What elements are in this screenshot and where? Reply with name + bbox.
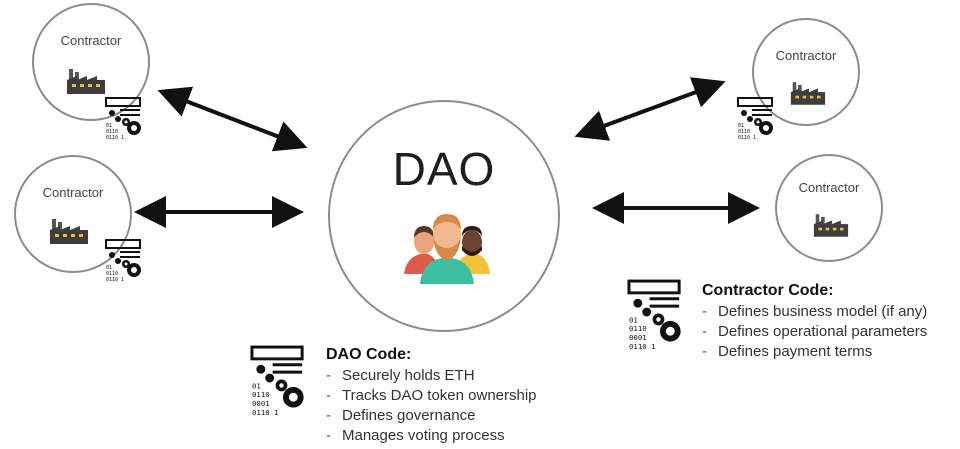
factory-icon xyxy=(813,214,849,237)
dao-code-title: DAO Code: xyxy=(326,346,412,363)
list-item: Tracks DAO token ownership xyxy=(326,386,537,406)
code-line: 0110 xyxy=(629,324,647,333)
code-line: 0110 xyxy=(106,129,118,135)
code-line: 0001 xyxy=(252,399,270,408)
code-line: 0110 1 xyxy=(106,277,124,283)
dao-title: DAO xyxy=(392,143,496,195)
list-item: Defines governance xyxy=(326,406,537,426)
code-line: 01 xyxy=(252,381,261,390)
code-gears-icon: 01 0110 0001 0110 1 xyxy=(627,279,681,351)
contractor-label: Contractor xyxy=(775,48,837,63)
code-gears-icon: 01 0110 0001 0110 1 xyxy=(250,345,304,417)
code-line: 0110 1 xyxy=(738,135,756,141)
code-line: 0110 1 xyxy=(106,135,124,141)
code-gears-icon: 01 0110 0110 1 xyxy=(737,97,773,141)
list-item: Manages voting process xyxy=(326,426,537,446)
code-line: 0110 xyxy=(738,129,750,135)
double-arrow-icon xyxy=(574,77,726,141)
code-line: 0110 xyxy=(252,390,270,399)
list-item: Defines business model (if any) xyxy=(702,302,927,322)
code-gears-icon: 01 0110 0110 1 xyxy=(105,97,141,141)
list-item: Defines payment terms xyxy=(702,342,927,362)
contractor-node-bottom-right: Contractor xyxy=(775,154,883,262)
code-line: 0001 xyxy=(629,333,647,342)
factory-icon xyxy=(790,82,826,105)
people-icon xyxy=(404,214,490,284)
contractor-node-top-left: Contractor xyxy=(32,3,150,121)
code-line: 01 xyxy=(106,265,112,271)
factory-icon xyxy=(67,69,105,94)
code-line: 01 xyxy=(106,123,112,129)
code-line: 0110 1 xyxy=(629,342,656,351)
contractor-code-list: Defines business model (if any) Defines … xyxy=(702,302,927,362)
contractor-label: Contractor xyxy=(798,180,860,195)
dao-code-list: Securely holds ETH Tracks DAO token owne… xyxy=(326,366,537,446)
contractor-node-top-right: Contractor xyxy=(752,18,860,126)
dao-node: DAO xyxy=(328,100,560,332)
code-line: 01 xyxy=(738,123,744,129)
code-line: 0110 1 xyxy=(252,408,279,417)
code-line: 01 xyxy=(629,315,638,324)
factory-icon xyxy=(50,219,88,244)
double-arrow-icon xyxy=(157,86,308,152)
list-item: Securely holds ETH xyxy=(326,366,537,386)
code-line: 0110 xyxy=(106,271,118,277)
contractor-label: Contractor xyxy=(60,33,122,48)
contractor-code-title: Contractor Code: xyxy=(702,282,834,299)
code-gears-icon: 01 0110 0110 1 xyxy=(105,239,141,283)
contractor-label: Contractor xyxy=(42,185,104,200)
list-item: Defines operational parameters xyxy=(702,322,927,342)
